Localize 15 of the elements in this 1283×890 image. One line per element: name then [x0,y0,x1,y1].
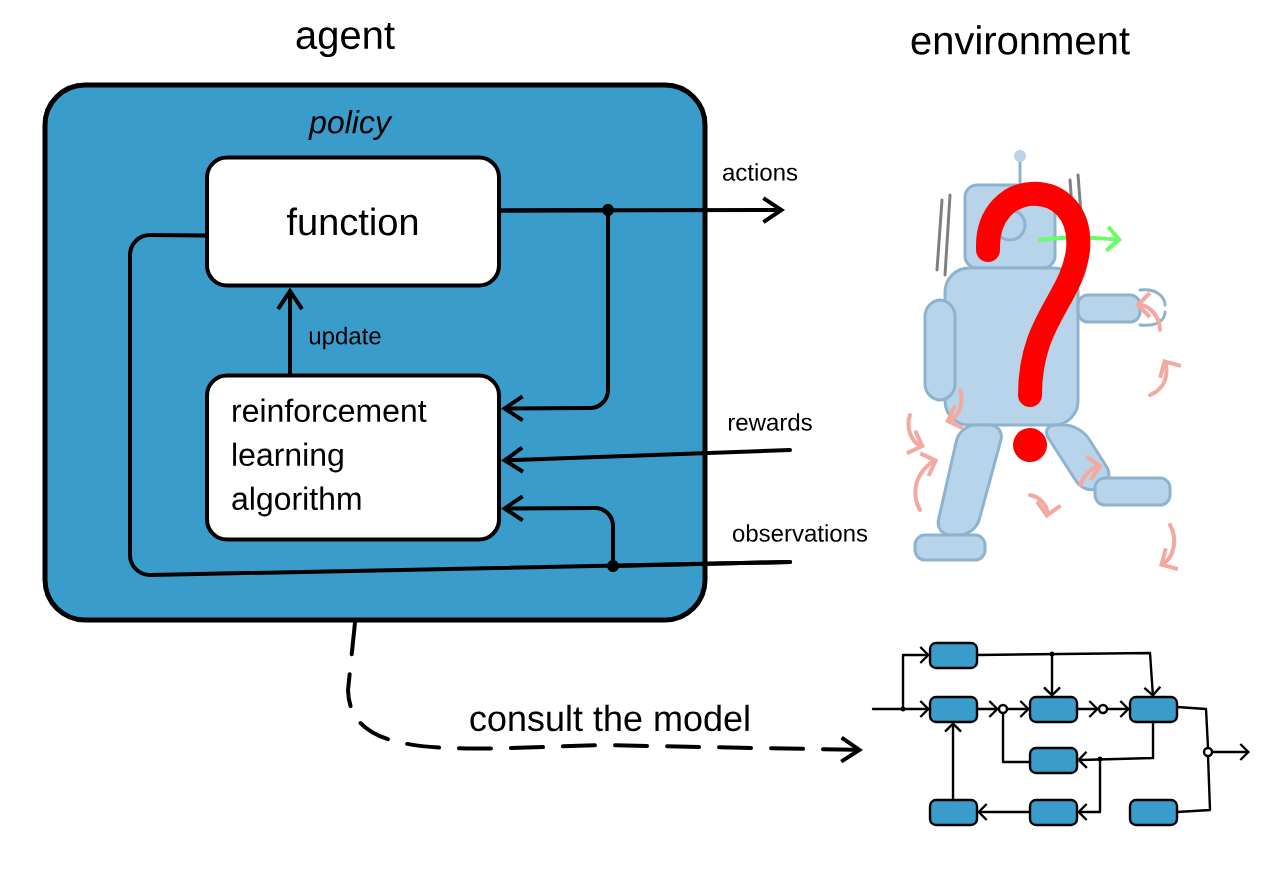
arrow [501,446,792,474]
arrow [276,287,304,376]
edge-label: observations [733,524,868,542]
edge-label: consult the model [470,704,749,732]
arrow [346,620,863,764]
region-label: policy [308,110,393,140]
heading: environment [911,25,1130,55]
function-box: function [205,155,501,288]
edge-label: rewards [728,413,812,431]
algorithm-box: reinforcement learning algorithm [205,373,501,542]
arrow [499,208,610,423]
edge-label: actions [723,163,798,181]
heading: agent [296,22,395,58]
model-drawing [871,641,1250,827]
edge-label: update [309,326,381,350]
